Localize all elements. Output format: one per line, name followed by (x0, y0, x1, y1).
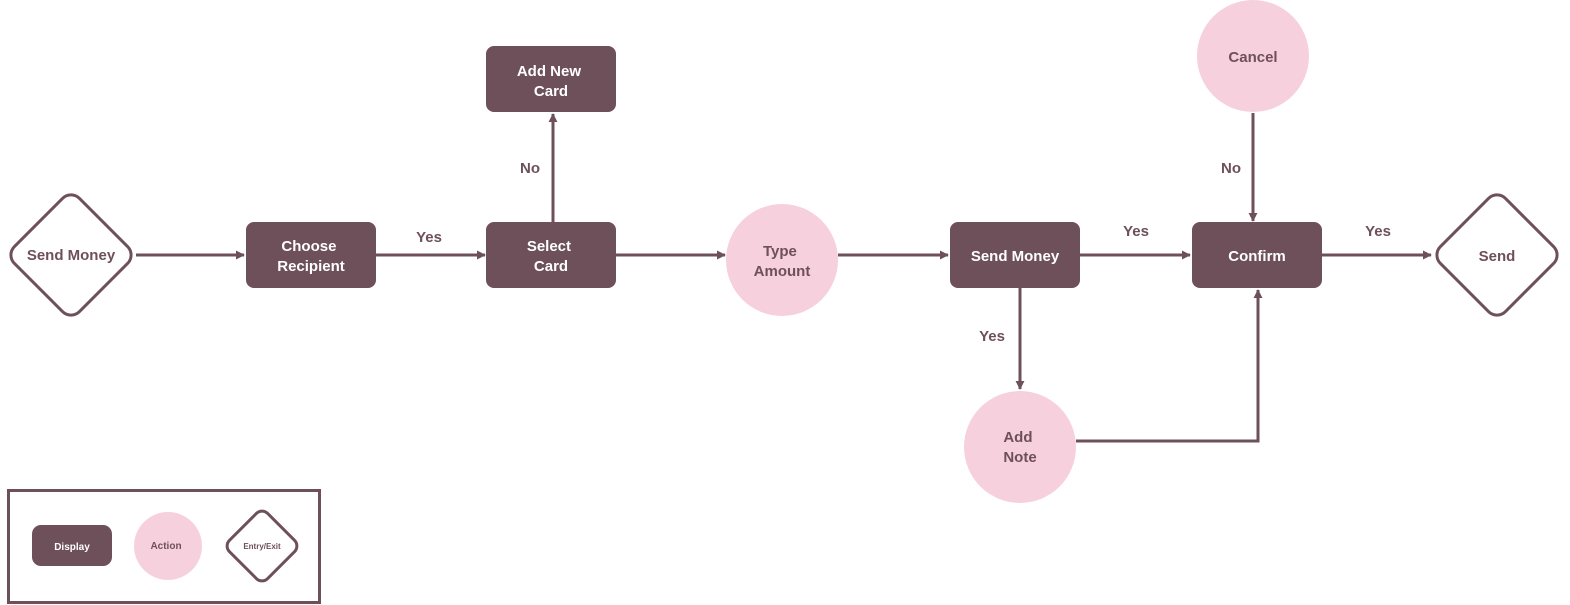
legend-display-label: Display (54, 542, 90, 553)
svg-text:Send Money: Send Money (27, 247, 116, 264)
svg-text:Display: Display (54, 542, 90, 553)
legend: Display Action Entry/Exit (7, 489, 321, 604)
node-add-new-card-line1: Add New (517, 63, 582, 80)
svg-text:Entry/Exit: Entry/Exit (243, 542, 281, 551)
edge-label-cancel-confirm: No (1221, 160, 1241, 177)
node-add-note: Add Note (964, 391, 1076, 503)
svg-text:Add Note: Add Note (1003, 429, 1036, 466)
node-select-card-line1: Select (527, 238, 571, 255)
node-choose-recipient-line2: Recipient (277, 258, 345, 275)
legend-entry-exit: Entry/Exit (225, 509, 299, 583)
node-add-new-card-line2: Card (534, 83, 568, 100)
svg-text:Select Card: Select Card (527, 238, 575, 275)
node-exit-send: Send (1435, 193, 1559, 317)
svg-text:Send: Send (1479, 248, 1516, 265)
node-choose-recipient-line1: Choose (281, 238, 336, 255)
node-cancel: Cancel (1197, 0, 1309, 112)
edge-label-send-confirm: Yes (1123, 223, 1149, 240)
node-confirm: Confirm (1192, 222, 1322, 288)
node-type-amount: Type Amount (726, 204, 838, 316)
svg-text:Send Money: Send Money (971, 248, 1060, 265)
svg-text:Action: Action (150, 541, 181, 552)
svg-text:Confirm: Confirm (1228, 248, 1286, 265)
edge-note-to-confirm (1076, 289, 1263, 443)
legend-entry-exit-label: Entry/Exit (243, 542, 281, 551)
node-send-money: Send Money (950, 222, 1080, 288)
svg-text:Type Amount: Type Amount (754, 243, 811, 280)
svg-text:Cancel: Cancel (1228, 49, 1277, 66)
node-add-new-card: Add New Card (486, 46, 616, 112)
edge-label-confirm-send: Yes (1365, 223, 1391, 240)
legend-action: Action (134, 512, 202, 580)
node-select-card: Select Card (486, 222, 616, 288)
node-start-send-money: Send Money (9, 193, 133, 317)
svg-text:Choose Recipient: Choose Recipient (277, 238, 345, 275)
node-type-amount-line2: Amount (754, 263, 811, 280)
edge-label-send-note: Yes (979, 328, 1005, 345)
edge-label-choose-select: Yes (416, 229, 442, 246)
node-select-card-line2: Card (534, 258, 568, 275)
edge-label-select-addcard: No (520, 160, 540, 177)
node-choose-recipient: Choose Recipient (246, 222, 376, 288)
node-cancel-label: Cancel (1228, 49, 1277, 66)
legend-display: Display (32, 525, 112, 566)
node-start-label: Send Money (27, 247, 116, 264)
node-exit-send-label: Send (1479, 248, 1516, 265)
legend-action-label: Action (150, 541, 181, 552)
node-add-note-line1: Add (1003, 429, 1032, 446)
node-send-money-label: Send Money (971, 248, 1060, 265)
node-add-note-line2: Note (1003, 449, 1036, 466)
node-confirm-label: Confirm (1228, 248, 1286, 265)
svg-text:Add New Card: Add New Card (517, 63, 585, 100)
node-type-amount-line1: Type (763, 243, 797, 260)
